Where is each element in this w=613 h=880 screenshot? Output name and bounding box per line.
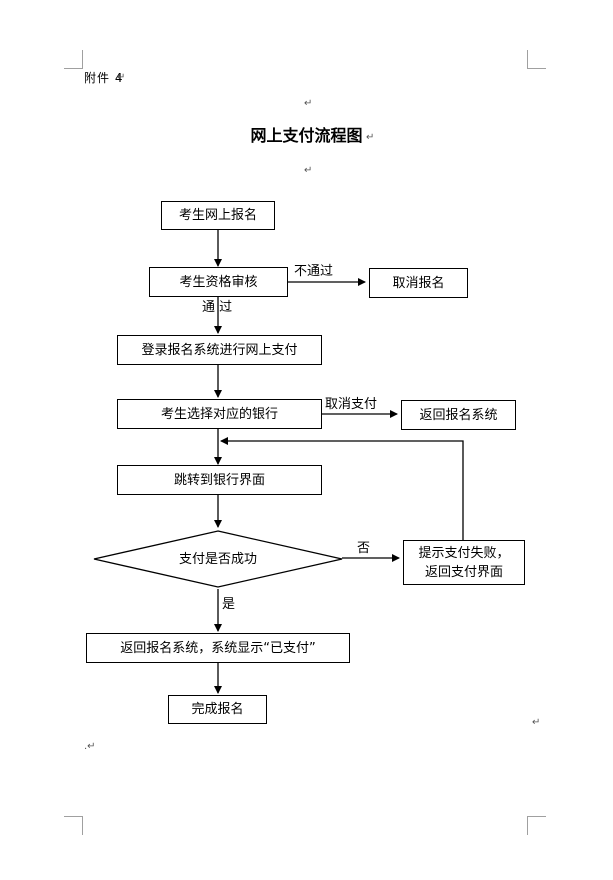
edge-label-cancel-payment: 取消支付 xyxy=(325,397,378,412)
node-payment-fail: 提示支付失败， 返回支付界面 xyxy=(403,540,525,585)
edge-label-no: 否 xyxy=(357,541,371,556)
page-corner-top-left xyxy=(64,50,83,69)
paragraph-mark-icon: .↵ xyxy=(84,741,96,752)
node-qualification-review: 考生资格审核 xyxy=(149,267,288,297)
node-payment-success-question: 支付是否成功 xyxy=(178,551,257,567)
paragraph-mark-icon: ↵ xyxy=(117,72,126,83)
paragraph-mark-icon: ↵ xyxy=(366,132,375,143)
page-title: 网上支付流程图 xyxy=(250,126,363,145)
page-corner-bottom-left xyxy=(64,816,83,835)
arrow-fail-loop-back xyxy=(220,437,464,540)
attachment-label: 附件 4 xyxy=(84,71,124,85)
node-cancel-registration: 取消报名 xyxy=(369,268,468,298)
page-corner-top-right xyxy=(527,50,546,69)
paragraph-mark-icon: ↵ xyxy=(532,717,541,728)
node-redirect-bank: 跳转到银行界面 xyxy=(117,465,322,495)
edge-label-yes: 是 xyxy=(222,597,236,612)
node-complete: 完成报名 xyxy=(168,695,267,724)
edge-label-passed: 通 过 xyxy=(202,300,233,315)
node-login-pay: 登录报名系统进行网上支付 xyxy=(117,335,322,365)
node-online-register: 考生网上报名 xyxy=(161,201,275,230)
edge-label-not-passed: 不通过 xyxy=(294,264,334,279)
payment-fail-line1: 提示支付失败， xyxy=(418,545,510,561)
node-return-system: 返回报名系统 xyxy=(401,400,516,430)
decision-diamond xyxy=(93,530,343,588)
payment-fail-line2: 返回支付界面 xyxy=(424,564,503,580)
node-select-bank: 考生选择对应的银行 xyxy=(117,399,322,429)
page-corner-bottom-right xyxy=(527,816,546,835)
node-return-paid: 返回报名系统，系统显示“已支付” xyxy=(86,633,350,663)
paragraph-mark-icon: ↵ xyxy=(304,98,313,109)
paragraph-mark-icon: ↵ xyxy=(304,165,313,176)
